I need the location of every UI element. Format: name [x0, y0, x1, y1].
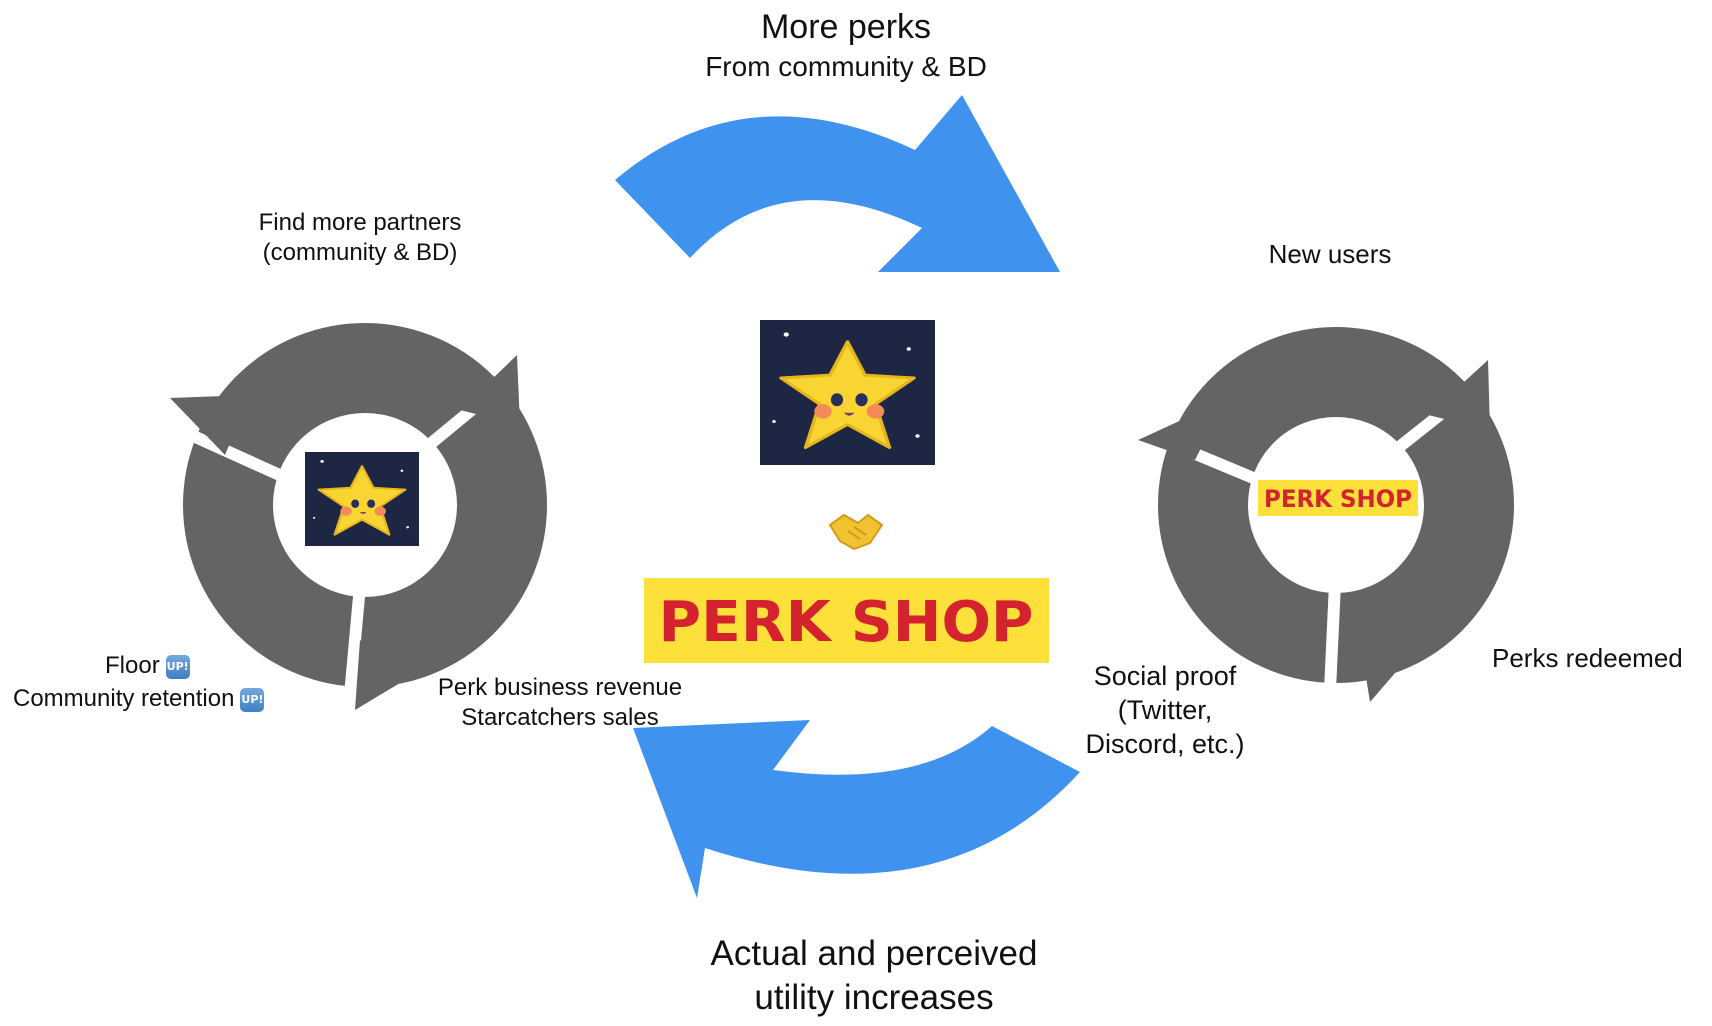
center-star-mascot-icon — [758, 318, 937, 467]
right-perk-shop-text: PERK SHOP — [1264, 485, 1412, 513]
revenue-text: Perk business revenue — [437, 674, 683, 701]
up-badge-icon: UP! — [165, 654, 190, 679]
find-partners-line1: Find more partners — [258, 209, 462, 236]
bottom-arrow-line2: utility increases — [754, 977, 994, 1017]
floor-text: Floor — [105, 652, 160, 679]
social-proof-line2: (Twitter, — [1117, 694, 1213, 725]
top-arrow-label: More perks From community & BD — [646, 6, 1046, 84]
top-arrow-subtitle: From community & BD — [705, 50, 987, 82]
sales-text: Starcatchers sales — [461, 704, 659, 731]
right-perk-shop-logo: PERK SHOP — [1258, 480, 1418, 516]
find-partners-line2: (community & BD) — [262, 239, 458, 266]
bottom-arrow-label: Actual and perceived utility increases — [674, 932, 1074, 1020]
right-gray-cycle — [1138, 327, 1514, 702]
revenue-label: Perk business revenue Starcatchers sales — [410, 673, 710, 733]
perks-redeemed-label: Perks redeemed — [1492, 643, 1683, 673]
new-users-label: New users — [1268, 239, 1392, 269]
center-perk-shop-logo: PERK SHOP — [644, 578, 1049, 663]
up-badge-icon: UP! — [240, 687, 265, 712]
left-star-mascot-icon — [303, 450, 421, 548]
social-proof-line3: Discord, etc.) — [1085, 728, 1245, 759]
social-proof-line1: Social proof — [1093, 661, 1237, 691]
top-arrow-title: More perks — [760, 8, 932, 46]
find-partners-label: Find more partners (community & BD) — [210, 208, 510, 268]
top-blue-arrow — [615, 95, 1060, 272]
center-perk-shop-text: PERK SHOP — [659, 590, 1034, 655]
bottom-blue-arrow — [633, 720, 1080, 898]
retention-text: Community retention — [13, 685, 235, 712]
handshake-icon — [829, 514, 883, 550]
bottom-arrow-line1: Actual and perceived — [710, 934, 1038, 973]
social-proof-label: Social proof (Twitter, Discord, etc.) — [1040, 660, 1290, 761]
